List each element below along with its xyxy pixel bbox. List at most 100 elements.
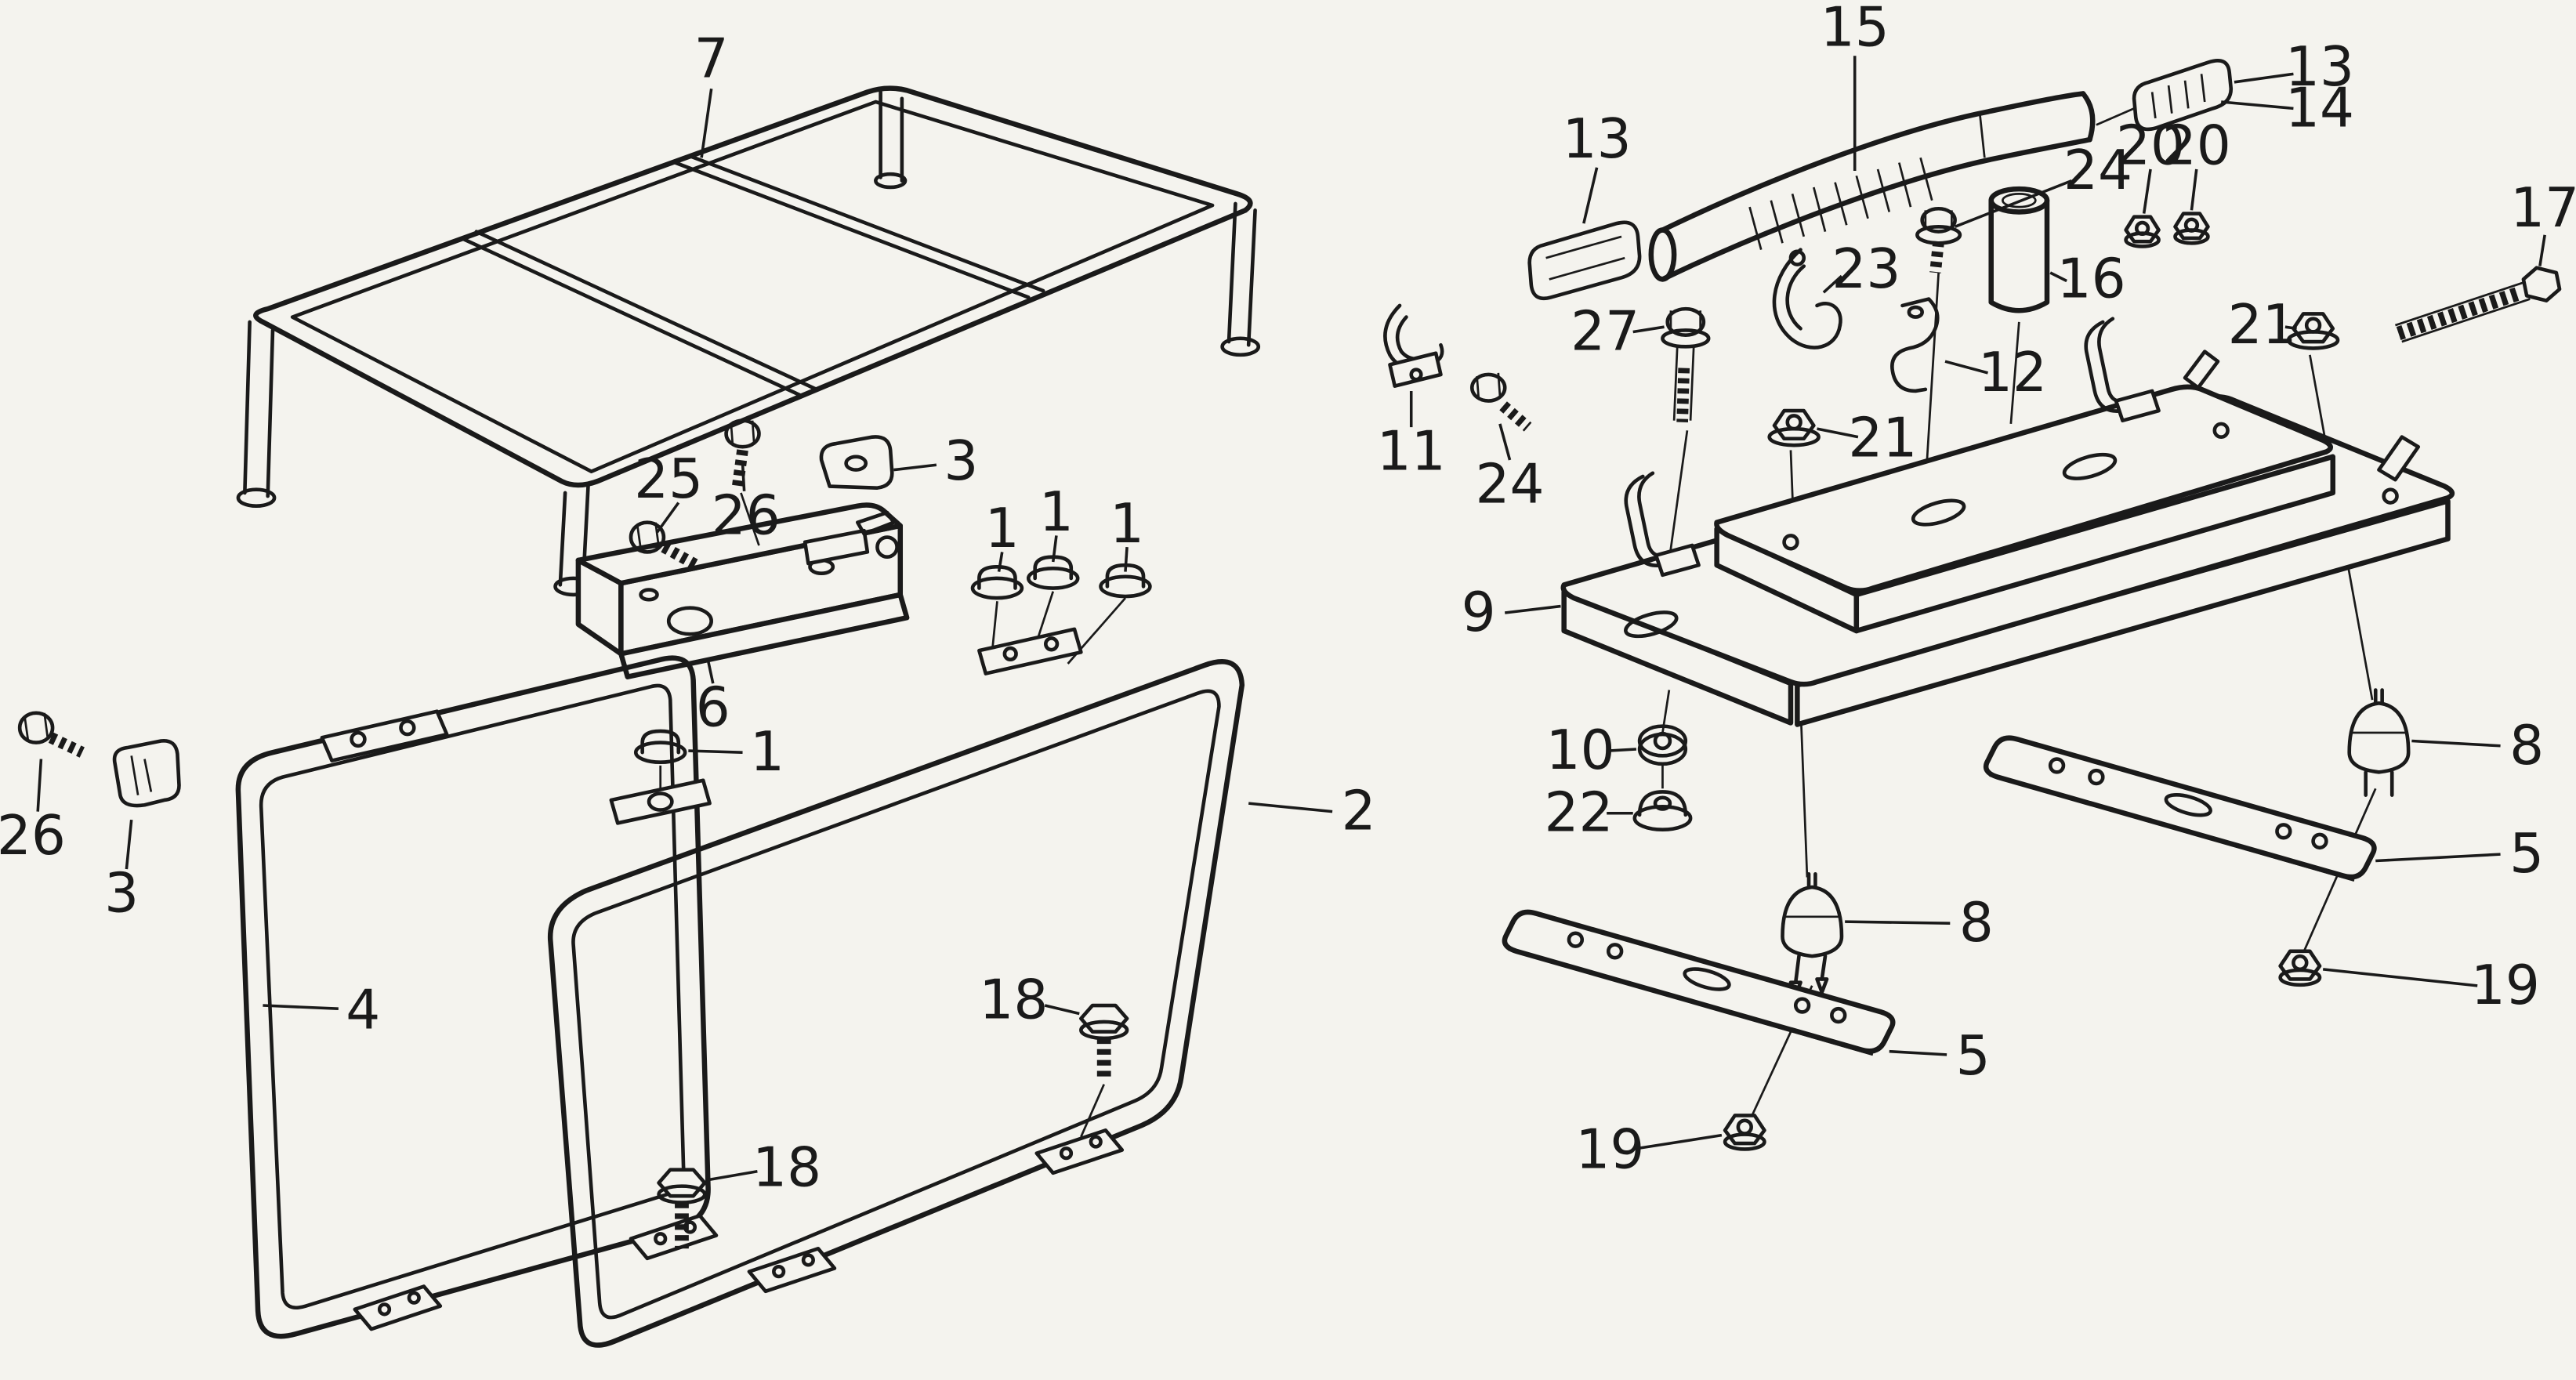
callout-leader-20	[2190, 168, 2198, 211]
part-callout-11: 11	[1377, 421, 1446, 484]
callout-leader-13	[2234, 72, 2294, 84]
callout-leader-1	[688, 749, 743, 754]
rear-frame-part-4	[235, 655, 711, 1339]
callout-leader-6	[706, 660, 715, 684]
part-callout-14: 14	[2285, 77, 2354, 139]
part-callout-24: 24	[2063, 139, 2132, 202]
callout-leader-8	[2411, 739, 2501, 748]
assembly-axis-lines-left	[659, 492, 1126, 1138]
lower-rail-part-5-right	[1983, 735, 2377, 882]
part-callout-26: 26	[712, 484, 781, 547]
part-callout-7: 7	[694, 27, 729, 90]
handle-mount-straps	[1624, 317, 2161, 578]
latch-mechanism	[803, 510, 899, 566]
part-callout-4: 4	[346, 979, 380, 1041]
part-callout-1: 1	[750, 721, 784, 784]
part-callout-20: 20	[2162, 115, 2231, 178]
washer-part-10	[1637, 724, 1688, 766]
bolt-18-right	[1079, 1003, 1129, 1081]
callout-leader-9	[1505, 604, 1561, 614]
callout-leader-1	[1051, 535, 1058, 563]
callout-leader-1	[1124, 546, 1129, 572]
callout-leader-18	[1044, 1004, 1080, 1016]
part-callout-18: 18	[979, 969, 1048, 1032]
part-callout-8: 8	[1959, 892, 1994, 954]
flange-nut-21-middle	[1767, 408, 1821, 447]
callout-leader-10	[1608, 748, 1637, 752]
part-callout-10: 10	[1546, 719, 1615, 782]
lower-rail-part-5-left	[1502, 909, 1896, 1056]
part-callout-21: 21	[1848, 407, 1917, 470]
part-callout-12: 12	[1978, 342, 2047, 404]
rack-cross-members	[459, 154, 1045, 398]
bolt-24-top	[1915, 206, 1962, 273]
upper-rail-plate	[1714, 350, 2335, 634]
callout-leader-12	[1944, 360, 1988, 375]
callout-leader-16	[2049, 271, 2067, 283]
bolt-25	[629, 520, 700, 570]
cylinder-part-16	[1988, 186, 2050, 313]
right-assembly	[1383, 59, 2562, 1151]
part-callout-27: 27	[1571, 300, 1639, 363]
part-callout-2: 2	[1342, 781, 1376, 843]
part-callout-1: 1	[1110, 493, 1144, 556]
nut-19-left	[1723, 1114, 1766, 1151]
callout-leader-20	[2142, 168, 2152, 214]
part-callout-1: 1	[1039, 481, 1074, 544]
callout-leader-25	[656, 502, 680, 534]
rubber-mount-8-right	[2347, 688, 2411, 797]
callout-leader-1	[997, 552, 1004, 572]
part-callout-26: 26	[0, 805, 66, 867]
p-clamp-part-11	[1383, 303, 1444, 388]
bolt-26-left	[17, 711, 85, 758]
grommet-part-22	[1632, 790, 1693, 832]
callout-leader-4	[263, 1004, 339, 1010]
callout-leader-21	[1817, 427, 1859, 439]
callout-leader-5	[1889, 1049, 1947, 1056]
callout-leader-17	[2538, 234, 2546, 266]
part-callout-19: 19	[1575, 1118, 1644, 1181]
bolt-26-top	[724, 418, 761, 487]
callout-leader-19	[1637, 1133, 1723, 1150]
callout-leader-24	[1498, 423, 1512, 461]
part-callout-24: 24	[1475, 453, 1544, 516]
callout-leader-19	[2322, 968, 2478, 987]
part-callout-16: 16	[2057, 248, 2126, 310]
callout-leader-21	[2284, 325, 2297, 331]
hook-bracket-part-12	[1890, 297, 1940, 393]
callout-leader-14	[2221, 100, 2294, 110]
flange-bolt-27	[1661, 306, 1711, 423]
front-frame-part-2	[548, 659, 1245, 1348]
nut-20-right	[2173, 212, 2210, 245]
carry-handle-part-15	[1648, 91, 2096, 282]
callout-leader-8	[1845, 920, 1951, 925]
part-callout-19: 19	[2471, 954, 2540, 1017]
callout-leader-3	[125, 819, 133, 870]
callout-leader-7	[700, 88, 713, 158]
nut-20-left	[2124, 215, 2161, 248]
frame-brackets	[320, 627, 1083, 825]
part-callout-5: 5	[1956, 1025, 1991, 1088]
band-clamp-part-23	[1772, 248, 1842, 350]
callout-leader-24	[1954, 179, 2073, 228]
handle-grip-part-13-left	[1527, 220, 1642, 301]
frame-feet	[353, 1128, 1125, 1331]
flange-nut-21-right	[2286, 312, 2340, 350]
latch-bracket-part-6	[575, 502, 910, 679]
part-callout-25: 25	[634, 448, 703, 511]
callout-leader-27	[1632, 325, 1665, 334]
part-callout-21: 21	[2228, 294, 2297, 357]
part-callout-20: 20	[2116, 115, 2185, 178]
handle-grip-hatching	[1748, 157, 1933, 251]
bolt-24-lower	[1469, 372, 1532, 432]
part-callout-18: 18	[752, 1137, 821, 1200]
callout-leader-13	[1582, 167, 1599, 224]
bolt-17	[2394, 266, 2562, 343]
callout-leader-3	[893, 463, 937, 472]
clip-3-left	[112, 738, 181, 808]
callout-leader-5	[2375, 853, 2501, 863]
part-callout-13: 13	[1563, 108, 1632, 171]
